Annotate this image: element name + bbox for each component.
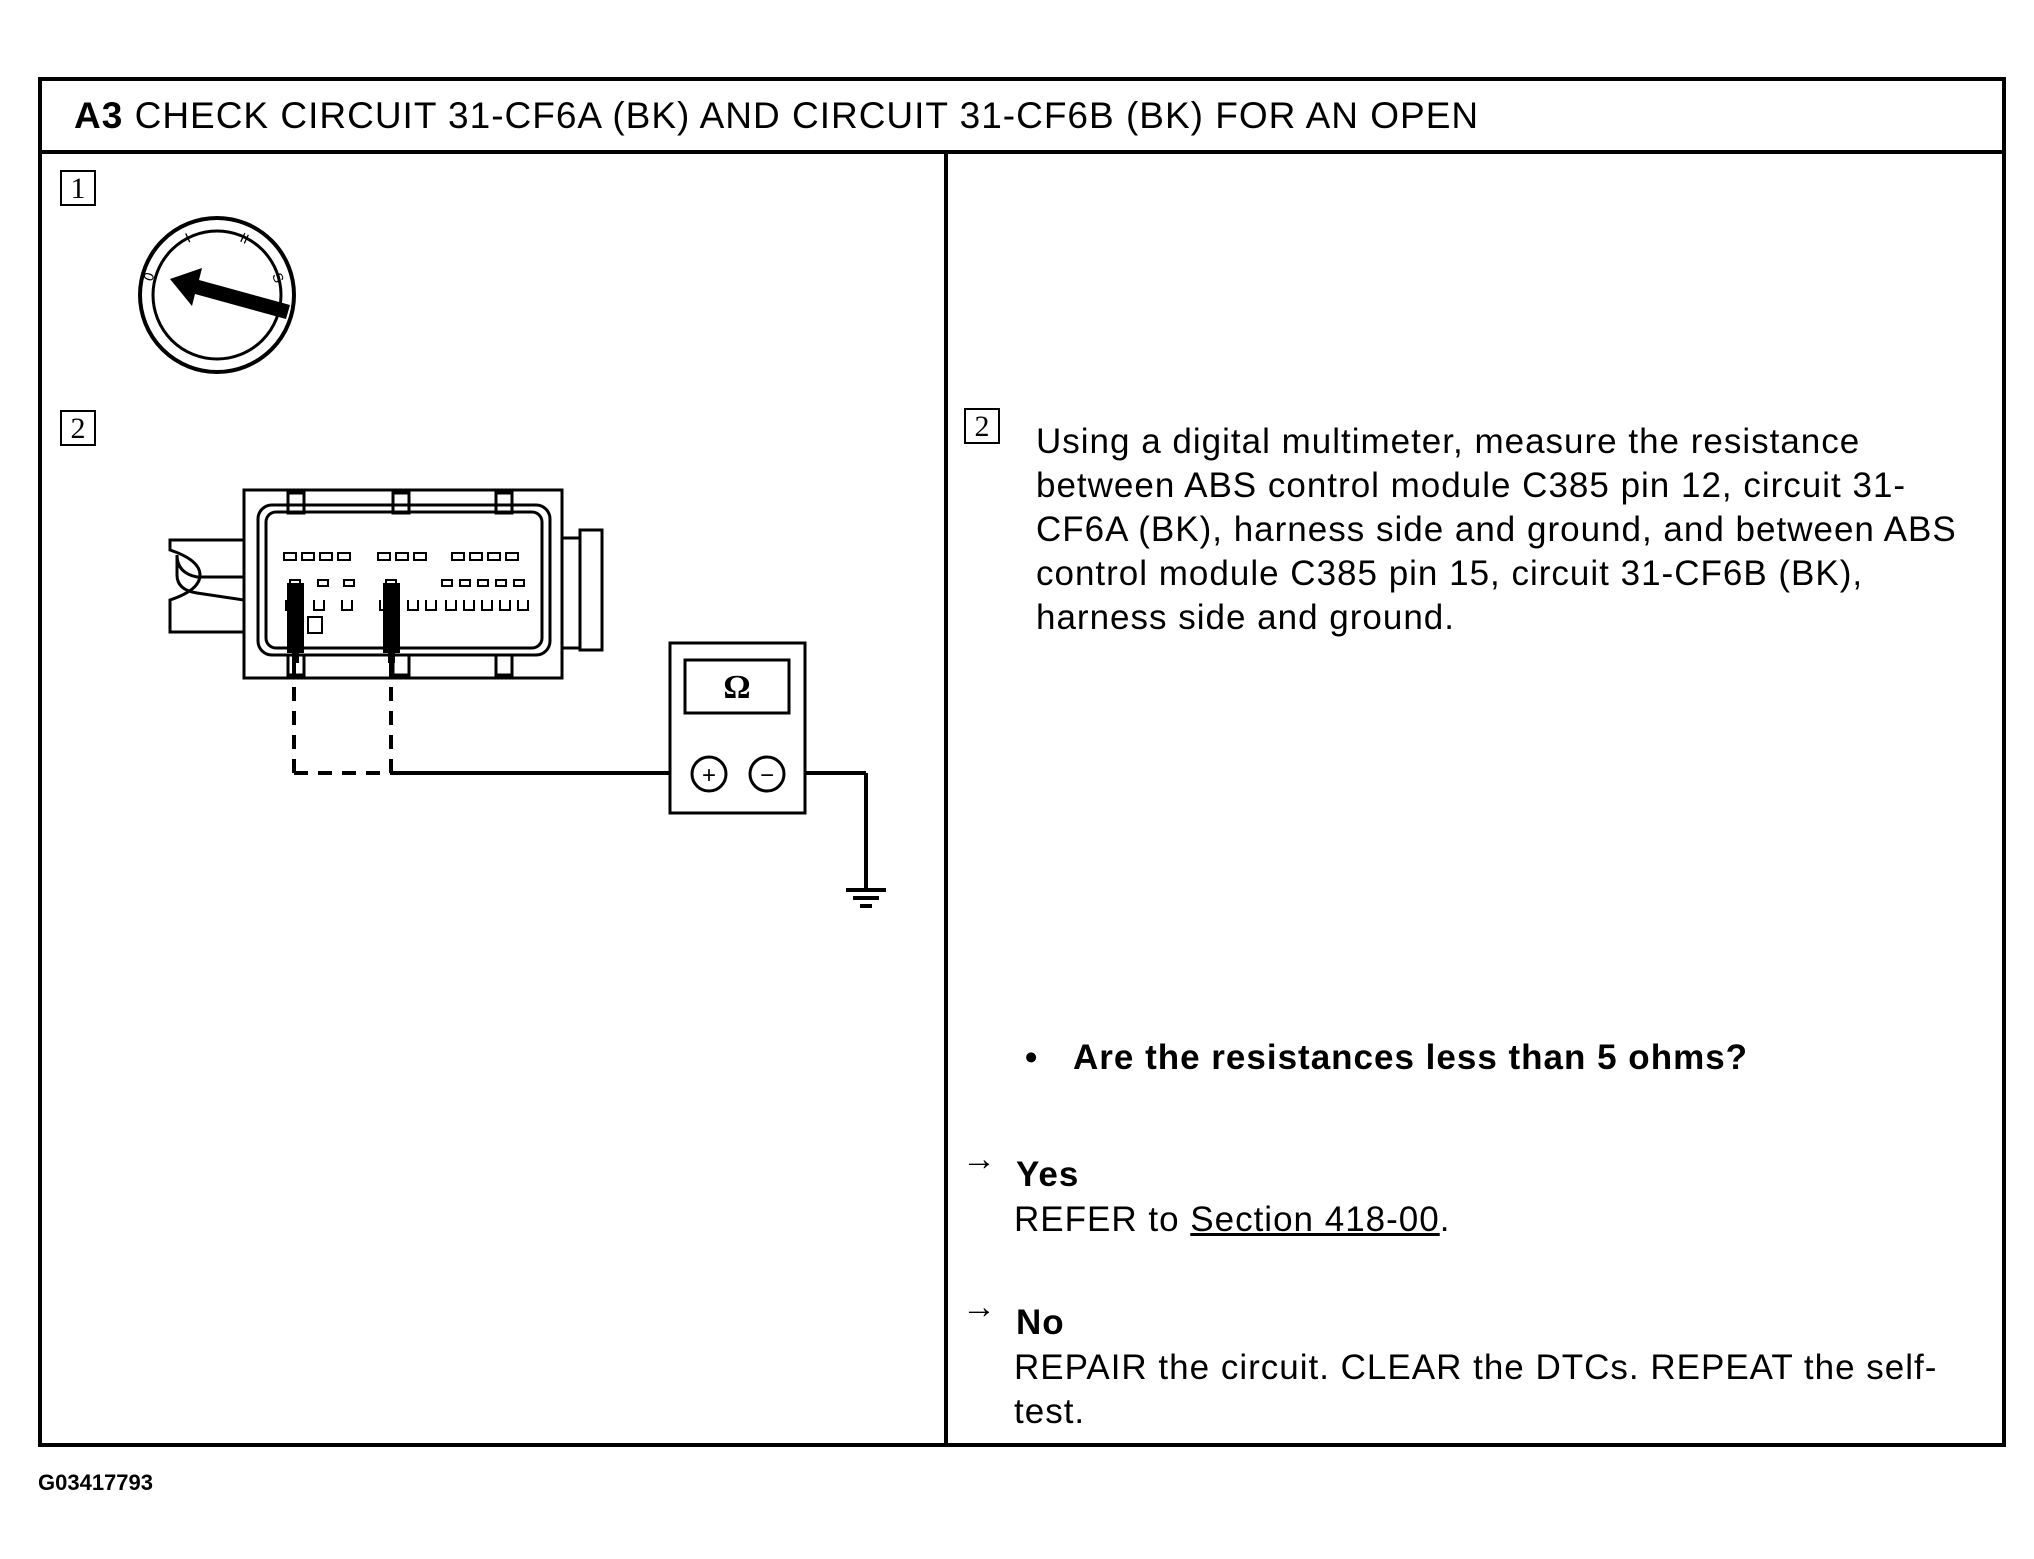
abs-module-connector bbox=[168, 488, 604, 680]
probe-pin-12 bbox=[287, 583, 304, 663]
no-arrow-icon: → bbox=[962, 1288, 996, 1326]
procedure-frame: A3 CHECK CIRCUIT 31-CF6A (BK) AND CIRCUI… bbox=[38, 77, 2006, 1447]
yes-arrow-icon: → bbox=[962, 1140, 996, 1178]
procedure-title: A3 CHECK CIRCUIT 31-CF6A (BK) AND CIRCUI… bbox=[74, 95, 1479, 137]
yes-action-suffix: . bbox=[1439, 1200, 1451, 1239]
multimeter: Ω + − bbox=[668, 641, 807, 815]
positive-terminal-label: + bbox=[702, 762, 716, 789]
step-1-marker: 1 bbox=[60, 170, 96, 206]
ground-icon bbox=[846, 888, 886, 908]
ohm-symbol: Ω bbox=[723, 669, 750, 706]
no-action: REPAIR the circuit. CLEAR the DTCs. REPE… bbox=[1014, 1348, 1938, 1431]
negative-terminal-label: − bbox=[760, 762, 774, 789]
title-bar: A3 CHECK CIRCUIT 31-CF6A (BK) AND CIRCUI… bbox=[42, 81, 2002, 154]
figure-id: G03417793 bbox=[38, 1470, 153, 1495]
question-text: Are the resistances less than 5 ohms? bbox=[1073, 1038, 1749, 1077]
inspection-question: • Are the resistances less than 5 ohms? bbox=[1025, 1038, 1748, 1078]
test-leads bbox=[292, 663, 868, 888]
section-418-00-link[interactable]: Section 418-00 bbox=[1190, 1200, 1440, 1239]
instruction-step-2-marker: 2 bbox=[964, 408, 1000, 444]
step-code: A3 bbox=[74, 95, 124, 136]
no-label: No bbox=[1016, 1303, 1065, 1342]
ignition-switch-icon: 0 I II S bbox=[138, 216, 296, 374]
step-2-marker: 2 bbox=[60, 410, 96, 446]
yes-action: REFER to Section 418-00. bbox=[1014, 1198, 1974, 1242]
yes-label: Yes bbox=[1016, 1155, 1080, 1194]
ignition-position-1: I bbox=[183, 230, 193, 246]
probe-pin-15 bbox=[383, 583, 400, 663]
title-text: CHECK CIRCUIT 31-CF6A (BK) AND CIRCUIT 3… bbox=[134, 95, 1480, 136]
yes-action-prefix: REFER to bbox=[1014, 1200, 1191, 1239]
ignition-position-2: II bbox=[238, 229, 252, 247]
step-2-instruction: Using a digital multimeter, measure the … bbox=[1036, 422, 1957, 637]
question-bullet: • bbox=[1025, 1038, 1039, 1077]
column-divider bbox=[944, 154, 948, 1443]
